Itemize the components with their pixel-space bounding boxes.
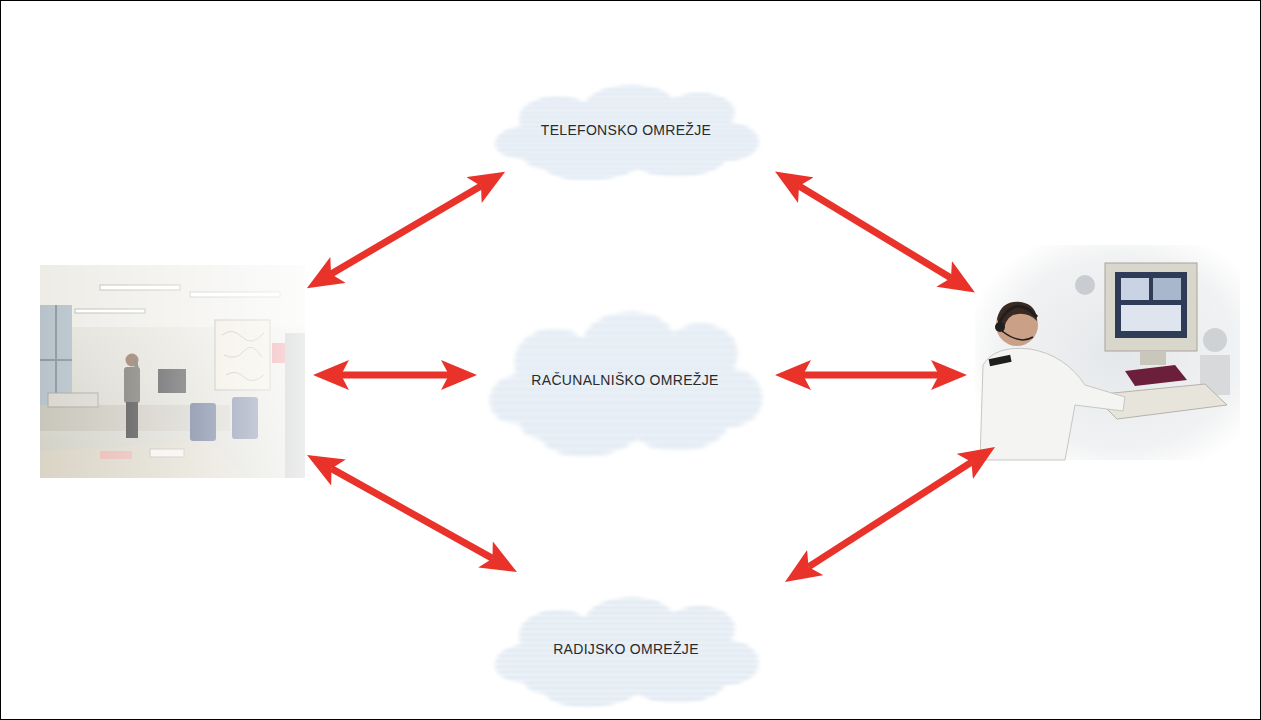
network-label: TELEFONSKO OMREŽJE bbox=[541, 122, 711, 139]
operator-photo-part bbox=[995, 322, 1005, 332]
double-arrows-part bbox=[332, 469, 493, 559]
network-label: RADIJSKO OMREŽJE bbox=[553, 641, 699, 658]
operator-photo-part bbox=[1121, 305, 1181, 331]
double-arrows-part bbox=[803, 372, 939, 379]
double-arrows-part bbox=[799, 186, 951, 278]
operator-photo-part bbox=[1105, 263, 1197, 351]
double-arrows-part bbox=[331, 186, 481, 274]
operator-photo-part bbox=[1115, 272, 1187, 338]
cloud-outline bbox=[495, 85, 759, 180]
operator-photo-part bbox=[1125, 365, 1187, 386]
operator-photo-part bbox=[1121, 278, 1149, 300]
operator-photo-part bbox=[999, 306, 1037, 323]
network-label: RAČUNALNIŠKO OMREŽJE bbox=[531, 372, 718, 389]
control-room-photo-part bbox=[40, 265, 305, 478]
double-arrows-part bbox=[809, 462, 972, 567]
cloud-outline bbox=[489, 312, 762, 457]
control-room-photo bbox=[40, 265, 305, 478]
operator-photo-part bbox=[989, 355, 1012, 366]
operator-photo-part bbox=[980, 348, 1125, 460]
operator-photo-part bbox=[1002, 331, 1033, 340]
operator-photo-part bbox=[1153, 278, 1181, 300]
network-cloud: RADIJSKO OMREŽJE bbox=[480, 582, 772, 716]
operator-photo-part bbox=[1075, 275, 1095, 295]
cloud-outline bbox=[495, 597, 759, 707]
control-room-photo-part bbox=[40, 265, 305, 478]
network-cloud: RAČUNALNIŠKO OMREŽJE bbox=[474, 292, 776, 468]
operator-photo-part bbox=[1203, 328, 1227, 352]
operator-photo-part bbox=[1140, 351, 1166, 365]
operator-photo bbox=[975, 245, 1240, 460]
operator-photo-part bbox=[975, 245, 1240, 460]
network-cloud: TELEFONSKO OMREŽJE bbox=[480, 72, 772, 188]
double-arrows bbox=[331, 186, 972, 567]
double-arrows-part bbox=[341, 372, 449, 379]
